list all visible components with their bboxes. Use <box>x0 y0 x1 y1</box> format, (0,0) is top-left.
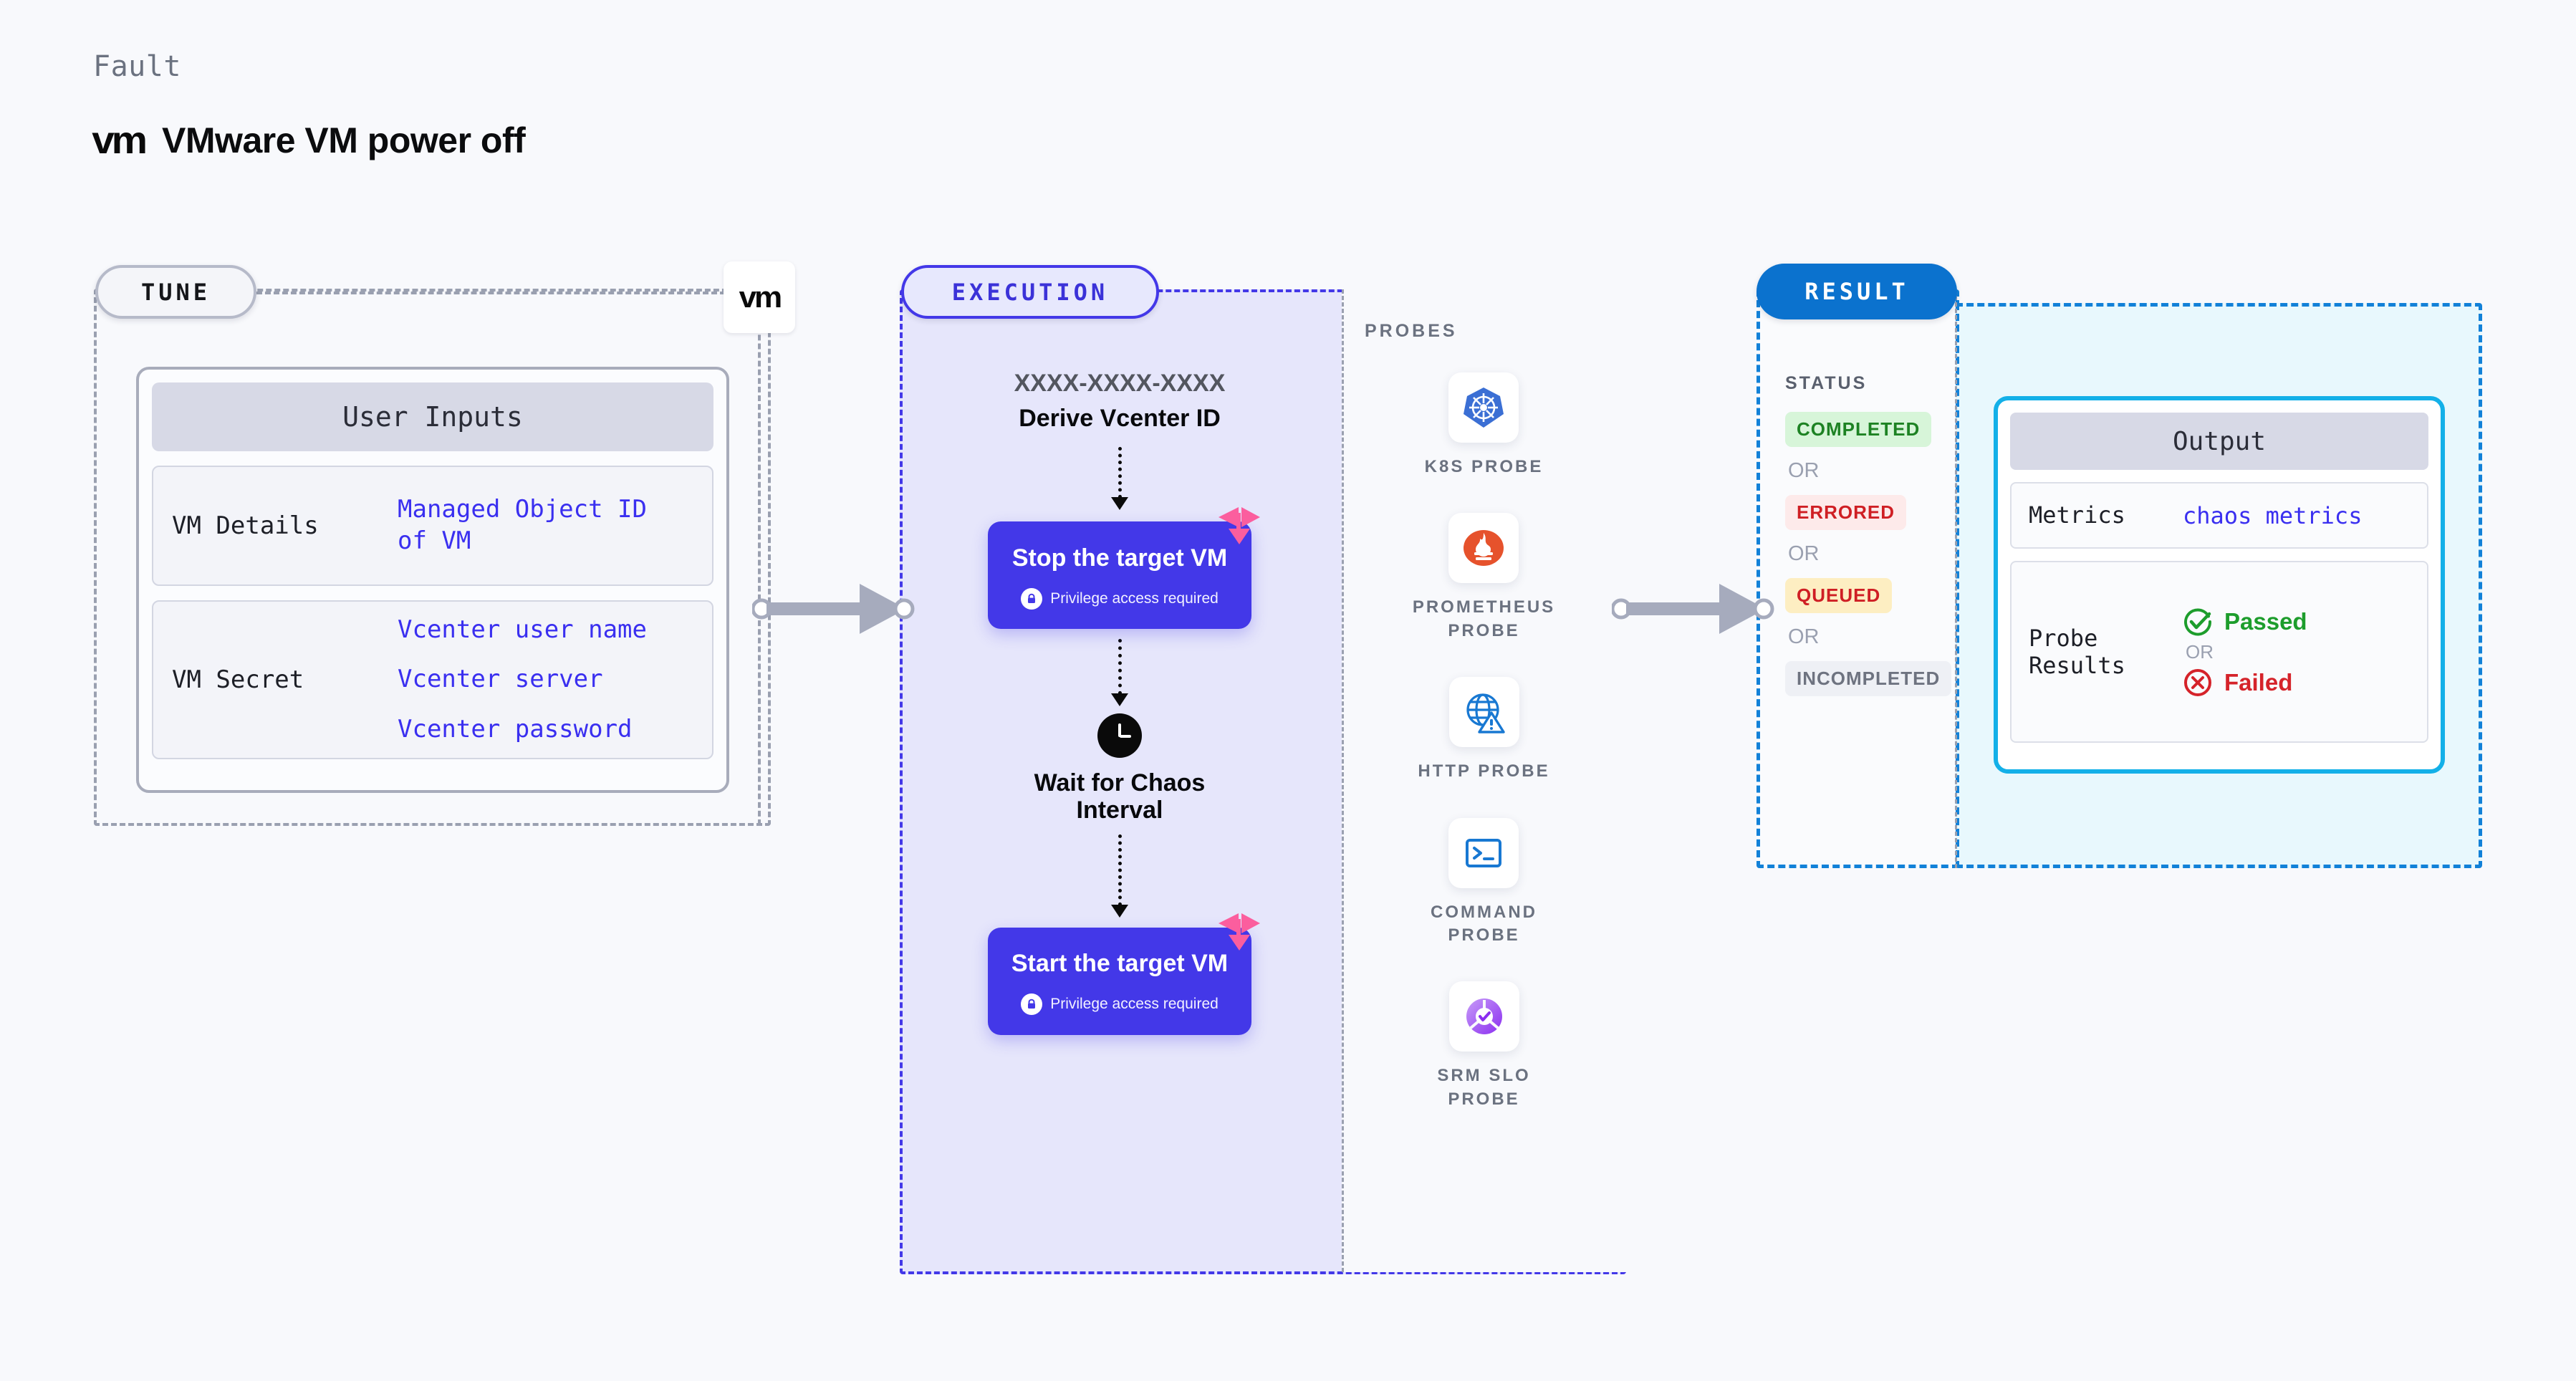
execution-flow: XXXX-XXXX-XXXX Derive Vcenter ID Stop th… <box>900 289 1340 1274</box>
status-list: COMPLETED OR ERRORED OR QUEUED OR INCOMP… <box>1785 412 1952 696</box>
prometheus-icon <box>1448 513 1519 584</box>
vm-details-row: VM Details Managed Object ID of VM <box>152 466 713 586</box>
execution-pill[interactable]: EXECUTION <box>901 265 1159 319</box>
probes-title: PROBES <box>1365 321 1458 341</box>
lock-icon <box>1021 587 1043 610</box>
tune-panel-top-connector <box>256 292 726 294</box>
vm-details-label: VM Details <box>172 511 319 540</box>
terminal-icon <box>1448 817 1519 888</box>
step-subtitle: Privilege access required <box>1050 996 1219 1013</box>
kubernetes-icon <box>1448 372 1519 443</box>
srm-slo-icon <box>1448 981 1519 1052</box>
result-pill[interactable]: RESULT <box>1756 264 1957 319</box>
flow-arrow-3 <box>1111 834 1128 918</box>
vm-details-value-1: Managed Object ID <box>398 495 647 524</box>
metrics-label: Metrics <box>2029 501 2125 529</box>
probe-results-or: OR <box>2186 640 2214 663</box>
vm-secret-value-2: Vcenter server <box>398 665 603 694</box>
derive-vcenter-id-label: Derive Vcenter ID <box>1019 405 1221 432</box>
output-metrics-row: Metrics chaos metrics <box>2010 482 2428 549</box>
step-title: Stop the target VM <box>1011 544 1228 572</box>
derive-vcenter-id-value: XXXX-XXXX-XXXX <box>1014 370 1226 397</box>
user-inputs-heading: User Inputs <box>152 382 713 451</box>
metrics-value: chaos metrics <box>2183 501 2363 529</box>
status-badge-completed: COMPLETED <box>1785 412 1932 447</box>
vm-secret-row: VM Secret Vcenter user name Vcenter serv… <box>152 600 713 759</box>
output-probe-results-row: Probe Results Passed OR <box>2010 561 2428 743</box>
status-badge-queued: QUEUED <box>1785 578 1893 613</box>
status-or-2: OR <box>1788 542 1820 565</box>
probe-results-values: Passed OR Failed <box>2183 607 2307 698</box>
tune-pill[interactable]: TUNE <box>95 265 256 319</box>
tune-panel <box>94 289 771 826</box>
step-subtitle: Privilege access required <box>1050 590 1219 607</box>
vm-details-values: Managed Object ID of VM <box>398 494 647 557</box>
probes-panel <box>1342 289 1626 1272</box>
tune-panel-right-edge <box>758 292 761 825</box>
clock-icon <box>1097 713 1142 758</box>
lock-icon <box>1021 993 1043 1016</box>
step-title: Start the target VM <box>1011 950 1229 978</box>
step-stop-target-vm[interactable]: Stop the target VM Privilege access requ… <box>988 507 1260 629</box>
vm-details-value-2: of VM <box>398 526 471 555</box>
vmware-logo-icon: vm <box>92 119 148 162</box>
probe-item-k8s[interactable]: K8S PROBE <box>1425 372 1544 478</box>
user-inputs-card: User Inputs VM Details Managed Object ID… <box>136 367 729 793</box>
output-heading: Output <box>2010 413 2428 470</box>
step-subtitle-row: Privilege access required <box>1021 993 1219 1016</box>
flow-arrow-2 <box>1111 639 1128 706</box>
connector-tune-to-execution <box>752 584 915 634</box>
probe-result-failed: Failed <box>2183 668 2307 698</box>
vm-secret-value-3: Vcenter password <box>398 714 633 744</box>
page-title-row: vm VMware VM power off <box>92 118 526 163</box>
status-title: STATUS <box>1785 373 1868 393</box>
check-circle-icon <box>2184 608 2212 636</box>
probe-result-passed: Passed <box>2183 607 2307 637</box>
wait-label: Wait for Chaos Interval <box>1034 769 1206 824</box>
vm-secret-values: Vcenter user name Vcenter server Vcenter… <box>398 605 647 755</box>
page-eyebrow: Fault <box>93 50 181 83</box>
status-or-1: OR <box>1788 459 1820 482</box>
probe-label: K8S PROBE <box>1424 457 1544 476</box>
close-circle-icon <box>2184 668 2211 696</box>
probe-label: HTTP PROBE <box>1418 761 1550 781</box>
page-title: VMware VM power off <box>162 120 526 160</box>
status-or-3: OR <box>1788 625 1820 648</box>
probe-results-label: Probe Results <box>2029 624 2125 679</box>
failed-label: Failed <box>2224 668 2293 696</box>
step-subtitle-row: Privilege access required <box>1021 587 1219 610</box>
vm-secret-label: VM Secret <box>172 665 304 694</box>
output-card: Output Metrics chaos metrics Probe Resul… <box>1994 396 2445 774</box>
wait-for-chaos-interval: Wait for Chaos Interval <box>1034 713 1206 824</box>
passed-label: Passed <box>2224 607 2307 635</box>
status-badge-errored: ERRORED <box>1785 495 1907 530</box>
vmware-badge-icon: vm <box>724 261 795 333</box>
status-badge-incompleted: INCOMPLETED <box>1785 661 1952 696</box>
chaos-marker-icon <box>1219 507 1260 544</box>
flow-arrow-1 <box>1111 447 1128 510</box>
connector-execution-to-result <box>1612 584 1774 634</box>
http-globe-warning-icon <box>1448 677 1519 748</box>
probe-item-http[interactable]: HTTP PROBE <box>1418 677 1549 783</box>
result-output-divider <box>1955 289 1957 868</box>
step-start-target-vm[interactable]: Start the target VM Privilege access req… <box>988 913 1260 1035</box>
chaos-marker-icon <box>1219 913 1260 951</box>
vm-secret-value-1: Vcenter user name <box>398 615 647 644</box>
